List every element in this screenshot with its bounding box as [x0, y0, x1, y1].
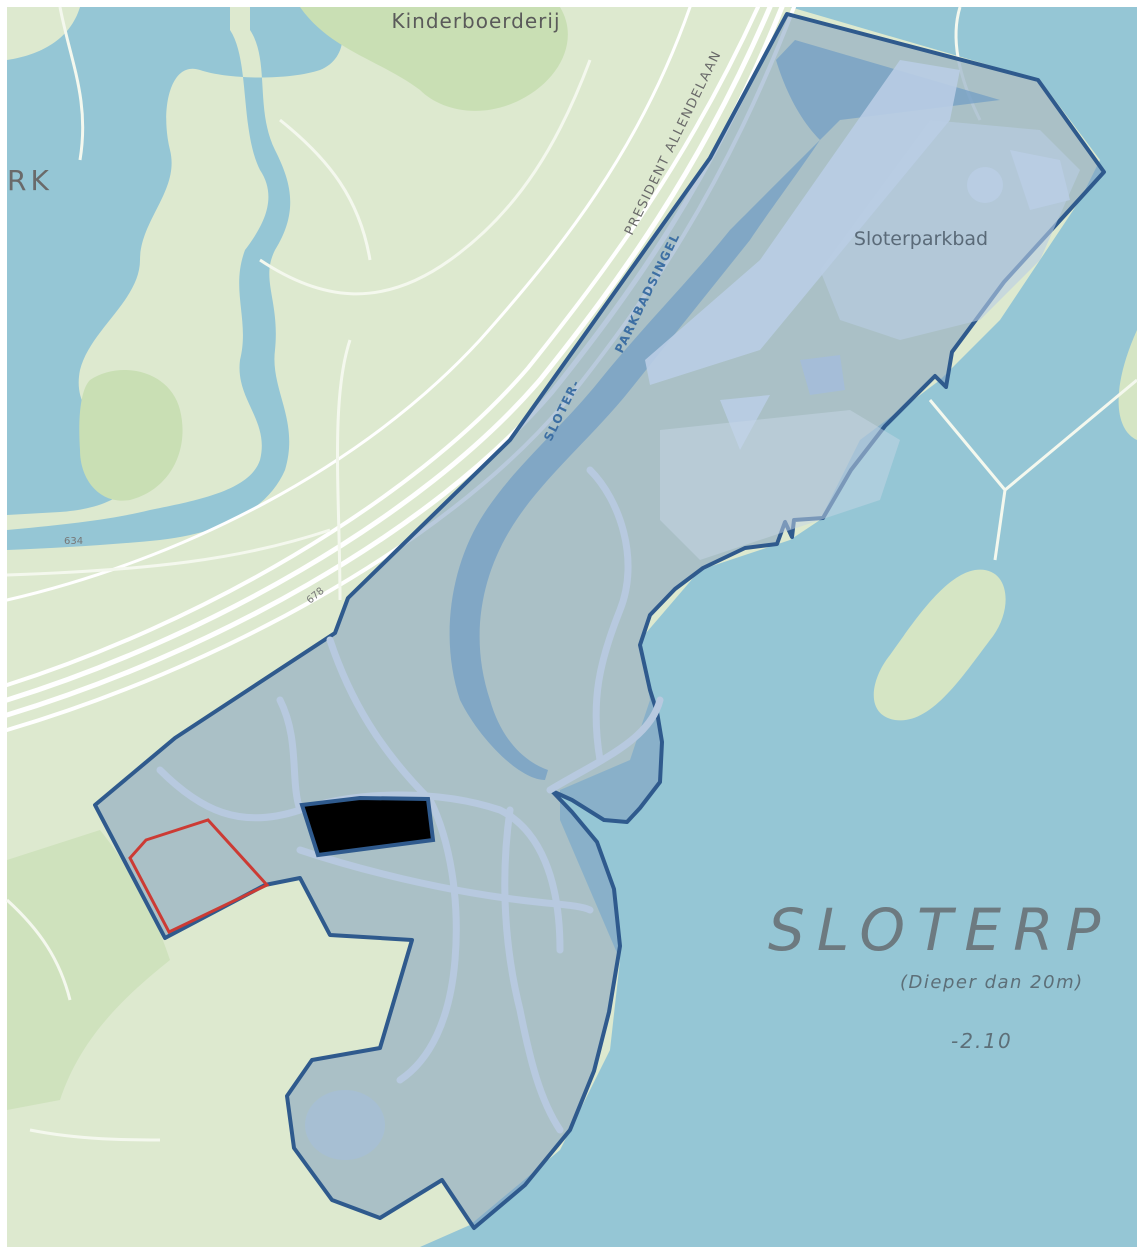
selected-block[interactable]: [299, 795, 436, 858]
label-lake-depth: (Dieper dan 20m): [900, 972, 1084, 993]
park-area-west: [79, 370, 183, 501]
lake-sloterplas: [420, 7, 1137, 1247]
label-route-634: 634: [64, 536, 83, 547]
plot-marker-red[interactable]: [128, 818, 270, 934]
label-sloterparkbad: Sloterparkbad: [854, 228, 988, 250]
island: [873, 569, 1006, 721]
park-area-south: [7, 830, 170, 1110]
label-park-fragment: RK: [7, 164, 53, 197]
island-east: [1118, 330, 1137, 440]
label-lake-name: SLOTERP: [768, 896, 1112, 964]
label-kinderboerderij: Kinderboerderij: [391, 9, 560, 33]
area-paths: [156, 466, 664, 1134]
park-paths: [5, 6, 1138, 1142]
sloterparkbad-buildings: [645, 60, 1080, 560]
river-west: [7, 7, 343, 550]
pond: [305, 1090, 385, 1160]
park-area-north: [300, 7, 568, 111]
label-water-level: -2.10: [951, 1029, 1013, 1053]
